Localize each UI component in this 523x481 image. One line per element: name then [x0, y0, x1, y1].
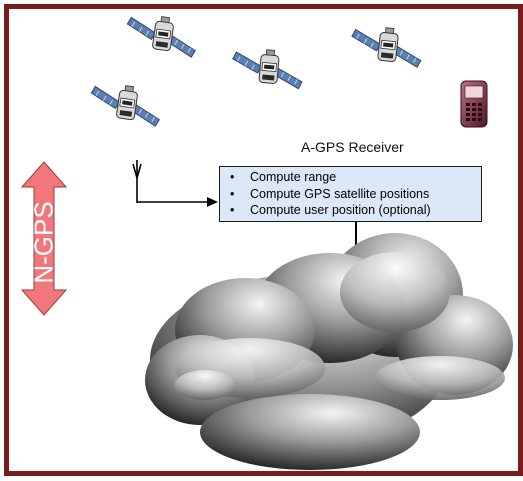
cloud-icon	[145, 233, 513, 470]
satellite-icon	[230, 46, 306, 90]
list-item: Compute user position (optional)	[230, 202, 481, 219]
signal-arrow	[137, 197, 218, 207]
receiver-label: A-GPS Receiver	[301, 139, 404, 155]
double-arrow-icon	[20, 161, 68, 316]
list-item: Compute range	[230, 169, 481, 186]
receiver-tasks-box: Compute range Compute GPS satellite posi…	[219, 166, 482, 222]
phone-icon	[460, 80, 488, 128]
satellite-icon	[123, 11, 200, 59]
task-list: Compute range Compute GPS satellite posi…	[220, 167, 481, 219]
list-item: Compute GPS satellite positions	[230, 186, 481, 203]
antenna-icon	[132, 160, 142, 203]
satellite-icon	[348, 23, 425, 68]
satellite-icon	[87, 80, 164, 128]
